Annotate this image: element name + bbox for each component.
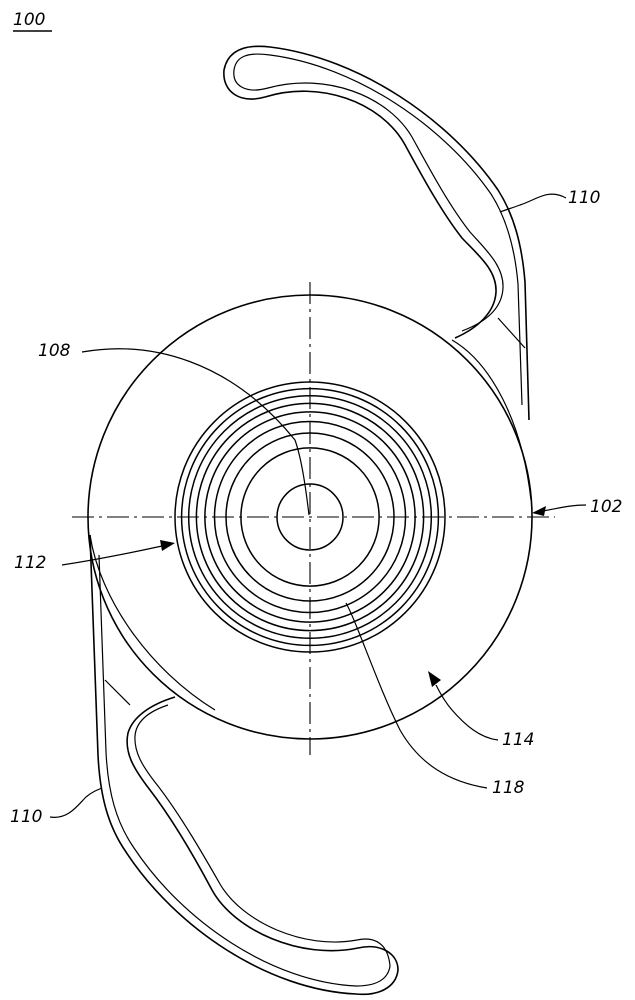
label-118: 118 — [492, 778, 525, 798]
haptic-bottom-junction — [105, 680, 130, 705]
leader-110-top — [500, 194, 566, 212]
label-102: 102 — [590, 497, 622, 517]
arrow-112 — [160, 540, 175, 551]
leader-118 — [346, 603, 487, 788]
leader-108 — [82, 349, 309, 515]
haptic-top — [224, 46, 529, 420]
label-110-bottom: 110 — [10, 807, 42, 827]
optic-edge-right — [452, 340, 531, 500]
label-110-top: 110 — [568, 188, 600, 208]
leader-110-bottom — [50, 788, 102, 817]
arrow-102 — [532, 506, 546, 516]
label-108: 108 — [38, 341, 71, 361]
label-112: 112 — [14, 553, 46, 573]
arrow-114 — [428, 671, 441, 687]
haptic-bottom — [90, 535, 398, 994]
label-100: 100 — [13, 10, 45, 30]
leader-112 — [62, 546, 162, 565]
label-114: 114 — [502, 730, 534, 750]
haptic-top-junction — [498, 318, 525, 348]
leader-102 — [543, 505, 586, 511]
